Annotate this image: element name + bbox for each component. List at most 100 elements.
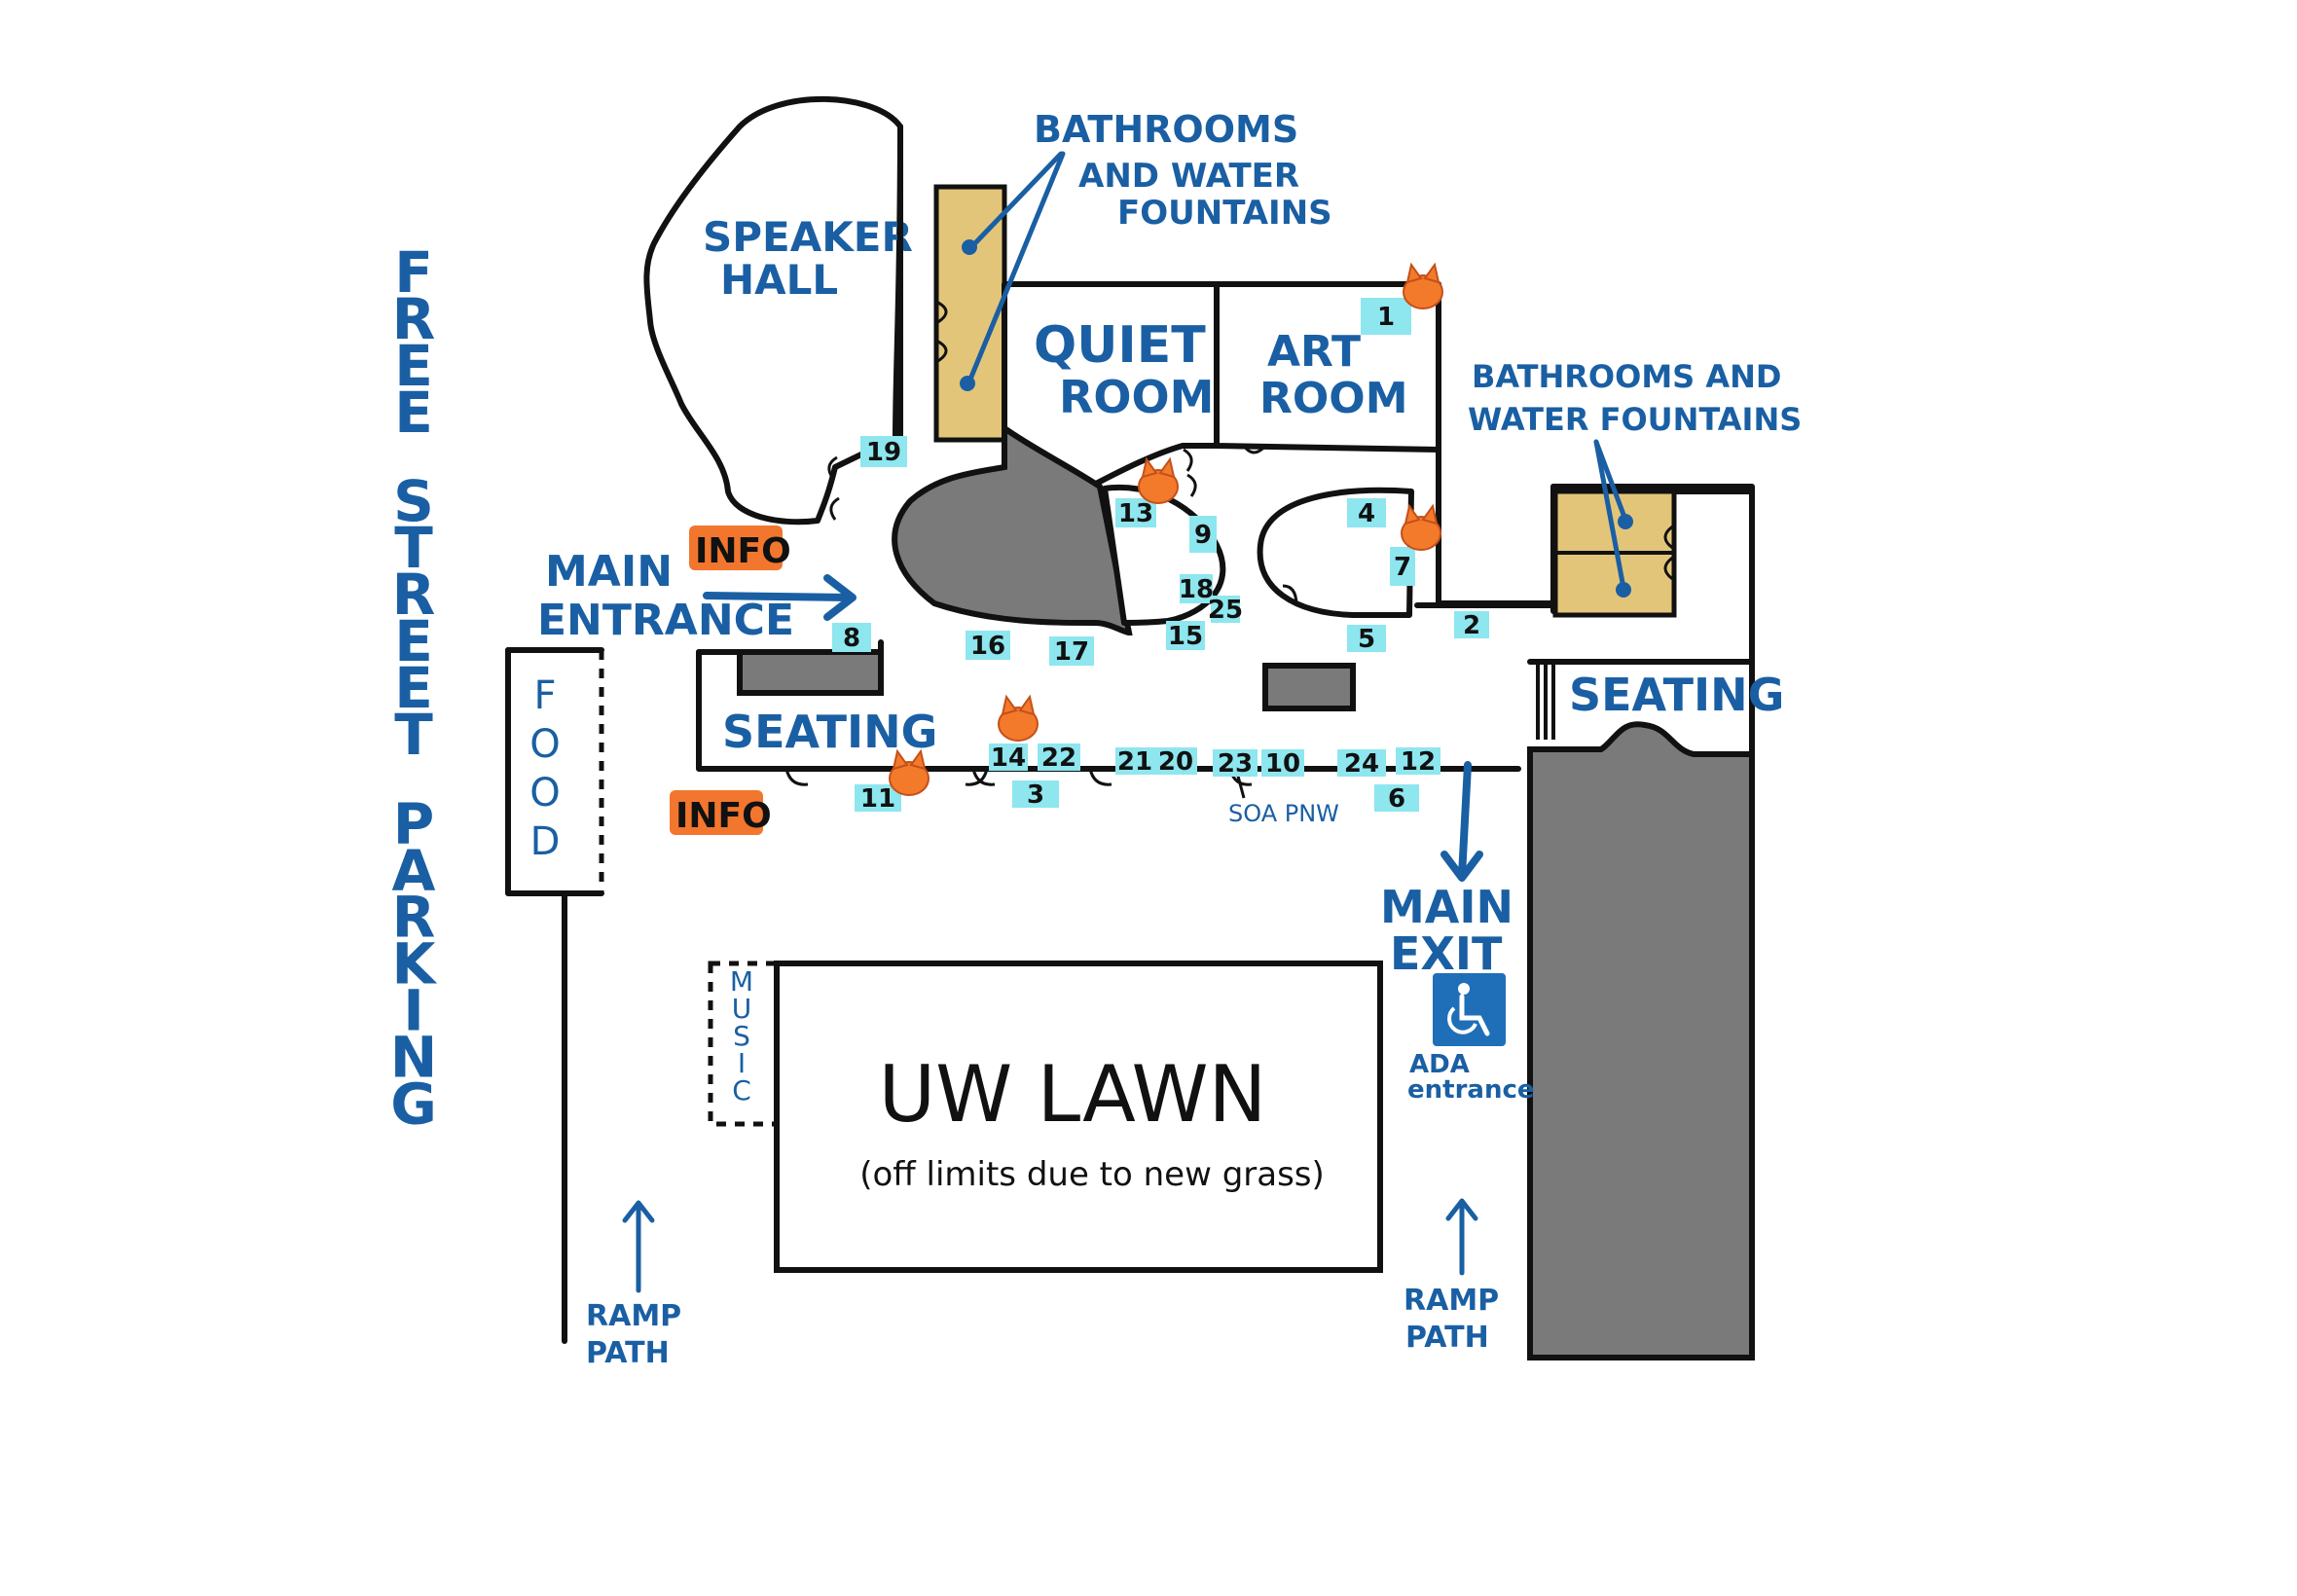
gray-block-center [1262,663,1356,711]
booth-badge [966,631,1010,660]
main-exit-label: MAIN EXIT [1380,881,1513,980]
stacked-letter: G [390,1070,437,1137]
booth-number: 3 [1027,780,1044,810]
gray-block-left [737,649,884,696]
stacked-letter: U [732,993,752,1025]
booth-20: 20 [1154,747,1197,777]
booth-badge [1115,747,1154,775]
booth-number: 19 [866,438,901,467]
info-badge-top: INFO [689,526,791,571]
gray-hall-area [892,422,1133,636]
soa-pnw-label: SOA PNW [1228,800,1339,827]
svg-text:MAIN: MAIN [545,547,673,597]
svg-text:BATHROOMS AND: BATHROOMS AND [1472,358,1781,395]
bathrooms-left-label: BATHROOMS AND WATER FOUNTAINS [1034,108,1332,233]
booth-8: 8 [832,623,871,653]
svg-text:SPEAKER: SPEAKER [703,213,913,261]
booth-18: 18 [1179,574,1214,604]
svg-text:RAMP: RAMP [586,1299,681,1333]
booth-number: 25 [1208,596,1243,625]
booth-badge [1180,574,1213,603]
stacked-letter: P [393,790,435,856]
booth-badge [1154,747,1197,775]
quiet-room-label: QUIET ROOM [1034,316,1214,423]
speaker-hall-room [643,95,903,526]
fox-mascot-icon [1403,262,1443,309]
lawn-title: UW LAWN [879,1049,1267,1140]
round-room-right [1257,487,1414,618]
fox-mascot-icon [1138,456,1179,504]
svg-text:ROOM: ROOM [1059,371,1214,423]
svg-text:WATER FOUNTAINS: WATER FOUNTAINS [1468,401,1802,438]
main-entrance-label: MAIN ENTRANCE [537,547,794,645]
speaker-hall-label: SPEAKER HALL [703,213,913,304]
booth-1: 1 [1361,298,1411,335]
art-room-label: ART ROOM [1259,327,1407,423]
booth-badge [1361,298,1411,335]
booth-badge [1396,747,1440,775]
booth-5: 5 [1347,625,1386,654]
svg-text:ART: ART [1267,327,1361,377]
stacked-letter: A [392,837,436,903]
booth-15: 15 [1166,621,1205,651]
booth-13: 13 [1115,498,1156,528]
stacked-letter: T [394,702,433,768]
booth-number: 4 [1358,499,1375,528]
booth-number: 10 [1265,749,1300,779]
booth-badge [1374,784,1419,812]
stacked-letter: C [732,1074,751,1106]
stacked-letter: O [529,771,560,816]
stacked-letter: E [394,380,433,446]
svg-text:HALL: HALL [720,256,838,304]
fox-mascot-icon [1401,503,1441,551]
lawn-subtitle: (off limits due to new grass) [859,1155,1325,1194]
stacked-letter: M [730,965,753,998]
booth-number: 24 [1344,749,1379,779]
bathrooms-right-label: BATHROOMS AND WATER FOUNTAINS [1468,358,1802,438]
uw-lawn [774,961,1383,1273]
booth-number: 16 [970,632,1005,661]
booth-25: 25 [1208,596,1243,625]
booth-badge [1347,498,1386,527]
booth-24: 24 [1337,749,1386,779]
stacked-letter: E [394,608,433,674]
booth-10: 10 [1261,749,1304,779]
booth-23: 23 [1213,749,1258,779]
gray-building-right [1527,721,1755,1360]
stacked-letter: R [392,562,436,628]
booth-6: 6 [1374,784,1419,814]
booth-number: 17 [1054,637,1089,667]
stacked-letter: N [390,1024,438,1090]
seating-right-label: SEATING [1569,669,1784,721]
booth-14: 14 [989,744,1028,773]
booth-number: 7 [1394,553,1411,582]
booth-4: 4 [1347,498,1386,528]
booth-number: 11 [860,784,895,814]
booth-badge [1166,621,1205,650]
svg-text:ENTRANCE: ENTRANCE [537,596,794,645]
svg-text:FOUNTAINS: FOUNTAINS [1117,194,1332,233]
booth-number: 8 [843,624,860,653]
fox-mascot-icon [889,748,930,796]
stacked-letter: R [392,884,436,950]
booth-badge [860,436,907,467]
booth-9: 9 [1189,516,1217,553]
svg-text:PATH: PATH [586,1336,670,1370]
booth-number: 2 [1463,611,1480,640]
food-area [505,647,604,1344]
ramp-path-right-label: RAMP PATH [1404,1284,1499,1355]
booth-number: 22 [1041,744,1076,773]
stacked-letter: S [393,468,434,534]
stacked-letter: F [533,673,556,718]
booth-2: 2 [1454,611,1489,640]
svg-text:ROOM: ROOM [1259,374,1407,423]
booth-badge [1390,547,1415,586]
booth-badge [989,744,1028,771]
svg-text:QUIET: QUIET [1034,316,1206,375]
stacked-letter: T [394,515,433,581]
fox-layer [889,262,1443,796]
